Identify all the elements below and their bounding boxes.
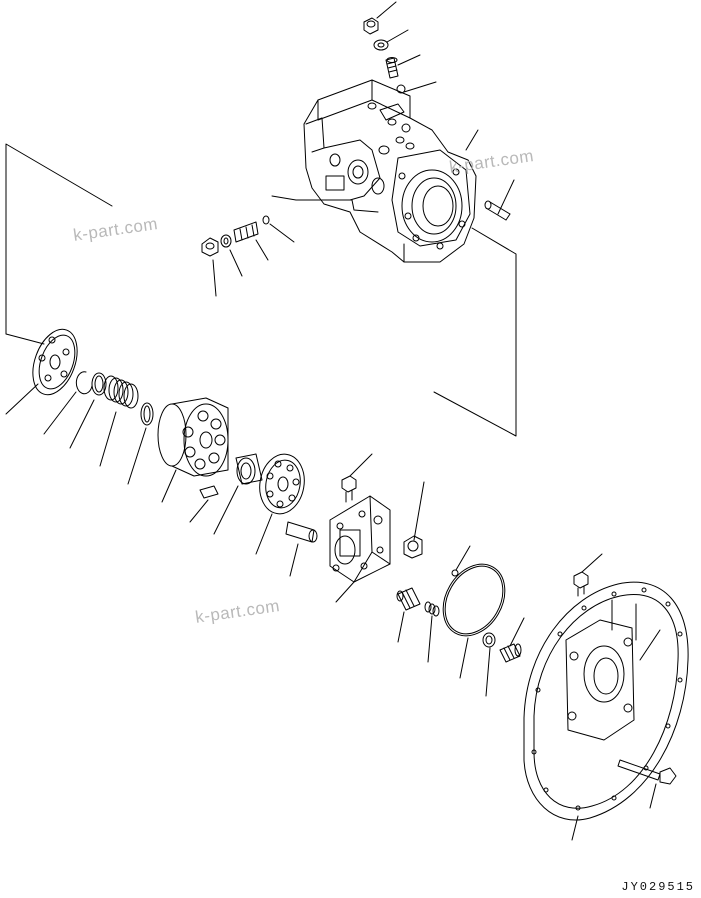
dowel-pin — [484, 200, 511, 221]
adjuster-nut — [201, 237, 219, 257]
top-plug-nut — [363, 17, 379, 35]
thrust-washer — [91, 372, 107, 396]
guide-pin — [199, 485, 219, 499]
adjuster-o-ring — [262, 215, 270, 225]
plug — [403, 535, 423, 559]
mounting-bolt — [617, 759, 677, 785]
small-bolt — [341, 475, 357, 503]
top-washer — [373, 39, 389, 51]
swash-plate — [32, 328, 78, 396]
snap-ring — [75, 371, 93, 395]
small-o-ring — [482, 632, 496, 648]
sleeve — [499, 643, 522, 663]
drawing-code: JY029515 — [621, 880, 695, 894]
leader-lines — [5, 1, 657, 841]
valve-plate — [259, 453, 305, 515]
spring-small — [424, 601, 440, 617]
cylinder-block — [157, 397, 229, 477]
end-bolt — [573, 571, 589, 597]
shaft-pin — [285, 521, 318, 543]
adjuster-washer — [220, 234, 232, 248]
top-valve — [385, 57, 399, 79]
valve-block — [329, 495, 391, 583]
top-ball — [396, 84, 406, 94]
large-o-ring — [442, 563, 506, 637]
small-ball — [451, 569, 459, 577]
spacer-ring — [140, 402, 154, 426]
relief-valve — [396, 587, 421, 611]
housing-outline-lines — [5, 143, 517, 437]
pump-housing-block — [303, 79, 479, 263]
end-cover — [523, 581, 689, 821]
bearing — [235, 453, 263, 485]
spring — [103, 375, 139, 409]
adjuster-screw — [233, 221, 259, 243]
